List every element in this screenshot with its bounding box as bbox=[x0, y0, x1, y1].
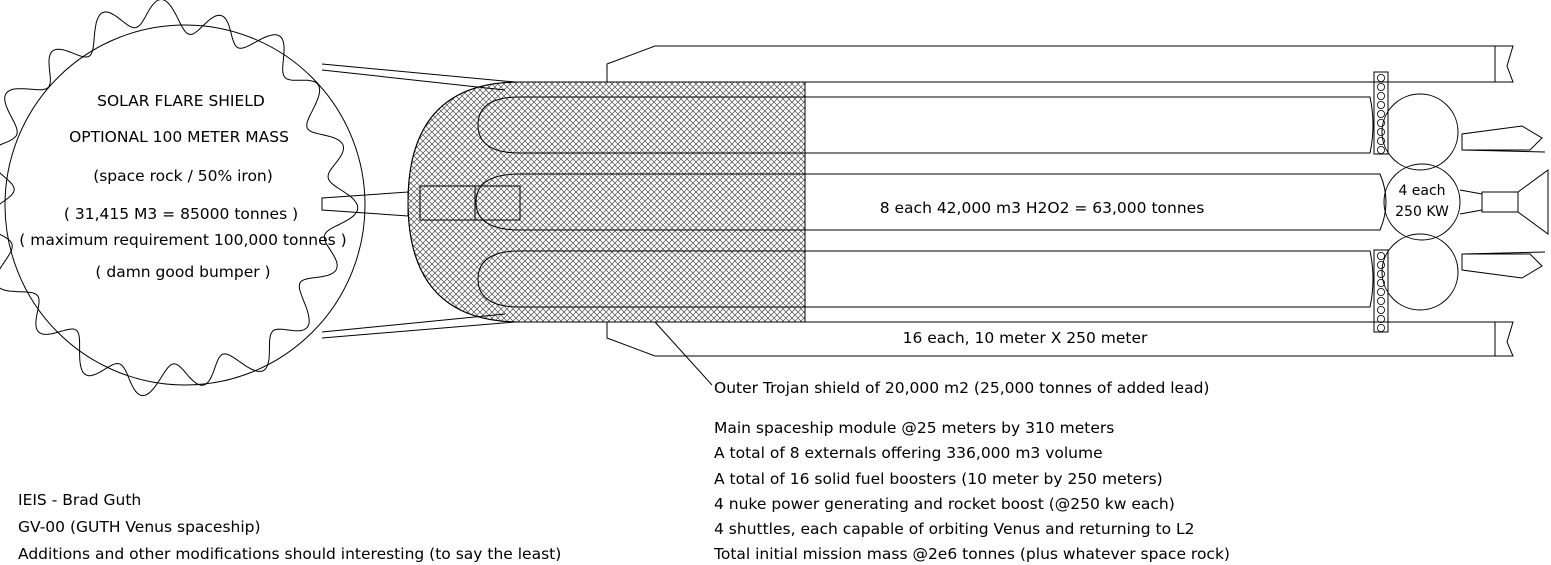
upper-booster-nozzle bbox=[1494, 45, 1514, 83]
shield-subtitle: OPTIONAL 100 METER MASS bbox=[69, 128, 289, 146]
spec-line: A total of 8 externals offering 336,000 … bbox=[714, 444, 1103, 462]
power-label-rating: 250 KW bbox=[1395, 204, 1449, 220]
lower-aft-rack bbox=[1373, 249, 1389, 333]
rack-bead bbox=[1377, 287, 1386, 296]
power-label-count: 4 each bbox=[1398, 183, 1445, 199]
rack-bead bbox=[1377, 83, 1386, 92]
lower-tether-line bbox=[321, 313, 506, 333]
shield-title: SOLAR FLARE SHIELD bbox=[97, 92, 265, 110]
upper-tether-line bbox=[321, 69, 506, 91]
rack-bead bbox=[1377, 74, 1386, 83]
upper-aft-rack bbox=[1373, 71, 1389, 155]
rack-bead bbox=[1377, 101, 1386, 110]
power-sphere-upper bbox=[1381, 93, 1459, 171]
rack-bead bbox=[1377, 269, 1386, 278]
rack-bead bbox=[1377, 278, 1386, 287]
shield-note: ( damn good bumper ) bbox=[95, 263, 270, 281]
rack-bead bbox=[1377, 145, 1386, 154]
shuttle-lower bbox=[1461, 251, 1546, 279]
booster-label: 16 each, 10 meter X 250 meter bbox=[903, 329, 1148, 347]
shuttle-upper bbox=[1461, 125, 1546, 153]
shield-volume: ( 31,415 M3 = 85000 tonnes ) bbox=[64, 205, 298, 223]
callout-leader-line bbox=[654, 321, 713, 386]
lower-booster-nozzle bbox=[1494, 321, 1514, 357]
lower-tether-line bbox=[321, 321, 516, 339]
rack-bead bbox=[1377, 260, 1386, 269]
rack-bead bbox=[1377, 296, 1386, 305]
tank-label: 8 each 42,000 m3 H2O2 = 63,000 tonnes bbox=[880, 199, 1205, 217]
credit-author: IEIS - Brad Guth bbox=[18, 491, 141, 509]
upper-booster bbox=[606, 45, 1496, 82]
spec-list: Main spaceship module @25 meters by 310 … bbox=[713, 419, 1230, 563]
rack-bead bbox=[1377, 127, 1386, 136]
credit-project: GV-00 (GUTH Venus spaceship) bbox=[18, 518, 261, 536]
rack-bead bbox=[1377, 136, 1386, 145]
shuttle-center bbox=[1459, 169, 1549, 235]
shield-maximum: ( maximum requirement 100,000 tonnes ) bbox=[19, 231, 346, 249]
rack-bead bbox=[1377, 314, 1386, 323]
trojan-shield-hatching bbox=[408, 82, 805, 322]
credit-note: Additions and other modifications should… bbox=[18, 545, 561, 563]
rack-bead bbox=[1377, 305, 1386, 314]
power-sphere-center bbox=[1383, 163, 1461, 241]
credits: IEIS - Brad Guth GV-00 (GUTH Venus space… bbox=[18, 491, 561, 563]
upper-tether-line bbox=[321, 63, 516, 83]
shield-circle bbox=[4, 24, 366, 386]
spec-line: Total initial mission mass @2e6 tonnes (… bbox=[713, 545, 1230, 563]
spec-line: 4 shuttles, each capable of orbiting Ven… bbox=[714, 520, 1195, 538]
spec-line: 4 nuke power generating and rocket boost… bbox=[714, 495, 1175, 513]
rack-bead bbox=[1377, 92, 1386, 101]
power-sphere-lower bbox=[1381, 233, 1459, 311]
rack-bead bbox=[1377, 110, 1386, 119]
trojan-shield-callout: Outer Trojan shield of 20,000 m2 (25,000… bbox=[714, 379, 1209, 397]
rack-bead bbox=[1377, 251, 1386, 260]
shield-label-group: SOLAR FLARE SHIELD OPTIONAL 100 METER MA… bbox=[19, 92, 346, 281]
space-rock-outline bbox=[0, 0, 359, 397]
spec-line: Main spaceship module @25 meters by 310 … bbox=[714, 419, 1114, 437]
rack-bead bbox=[1377, 323, 1386, 332]
rack-bead bbox=[1377, 119, 1386, 128]
shield-material: (space rock / 50% iron) bbox=[93, 167, 273, 185]
spec-line: A total of 16 solid fuel boosters (10 me… bbox=[714, 470, 1163, 488]
